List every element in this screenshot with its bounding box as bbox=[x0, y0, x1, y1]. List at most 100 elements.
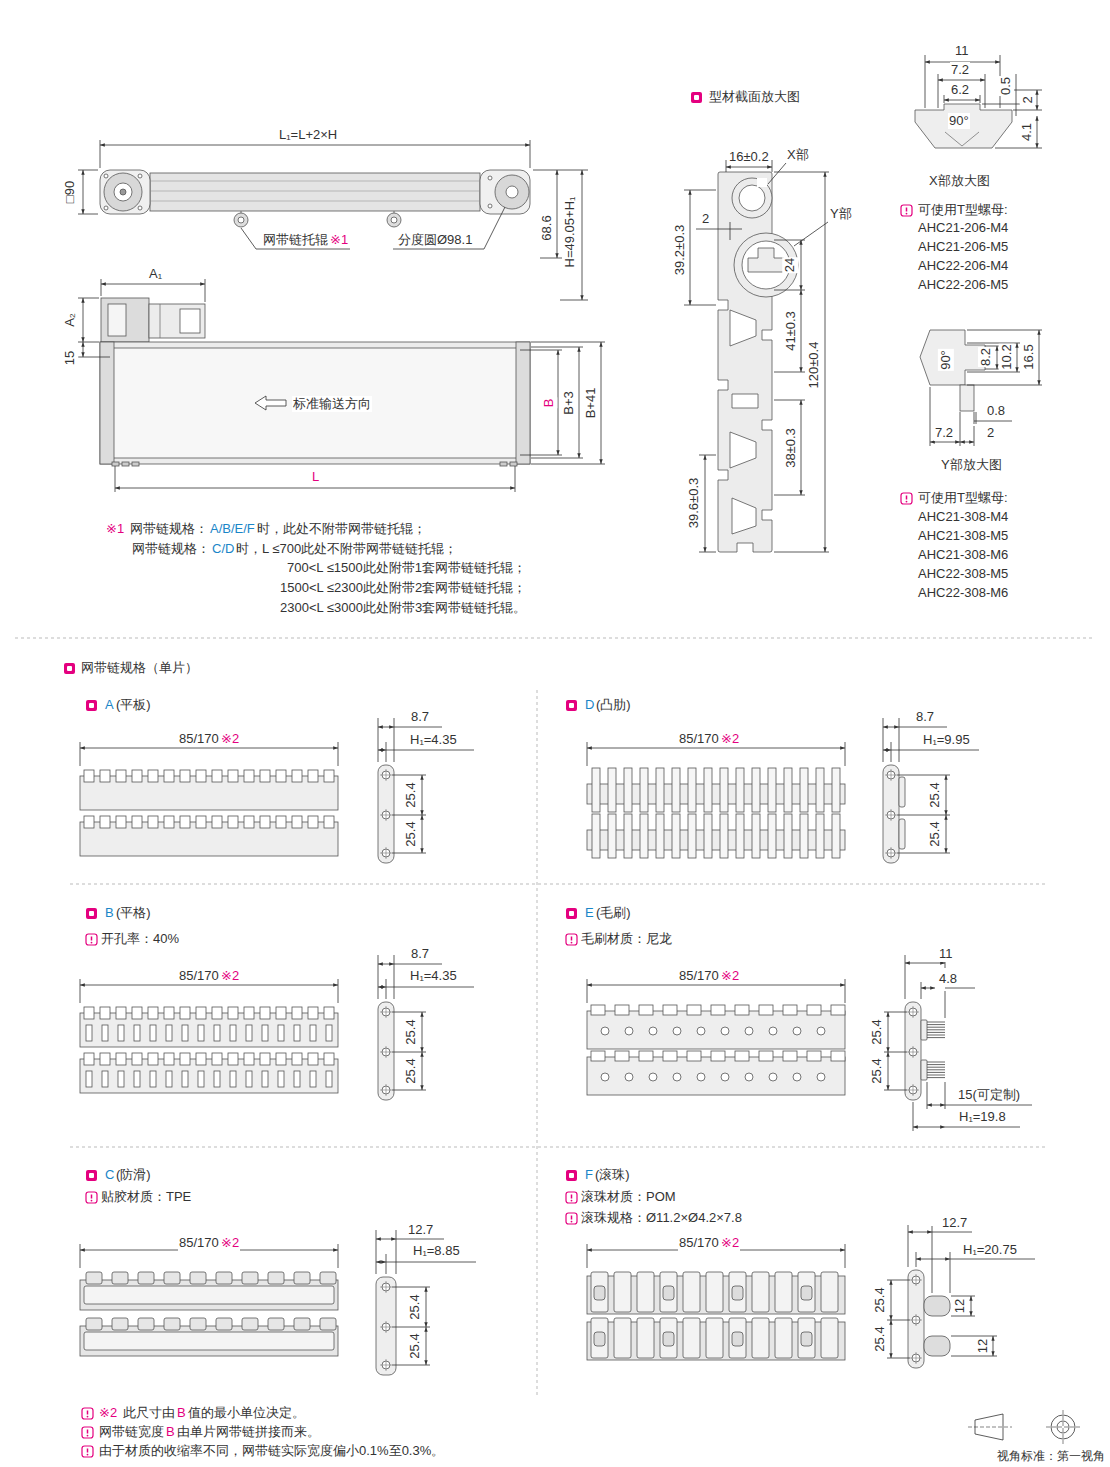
belt-chain-plan bbox=[86, 1272, 102, 1284]
belt-chain-plan bbox=[118, 1025, 124, 1041]
belt-chain-plan bbox=[687, 1051, 701, 1061]
extrusion-profile bbox=[730, 310, 756, 346]
annotation-text: H₁=4.35 bbox=[409, 968, 458, 984]
note-text: 滚珠规格：Ø11.2×Ø4.2×7.8 bbox=[580, 1210, 743, 1226]
part-number: AHC22-308-M6 bbox=[917, 585, 1009, 601]
leader-line bbox=[913, 1046, 914, 1058]
leader-line bbox=[80, 742, 81, 766]
belt-chain-plan bbox=[663, 1051, 677, 1061]
section-heading: A bbox=[104, 697, 115, 713]
note-icon bbox=[571, 1221, 573, 1223]
leader-line bbox=[916, 1352, 917, 1364]
belt-chain-plan bbox=[663, 1332, 674, 1346]
x-detail bbox=[915, 55, 1042, 148]
section-heading: (凸肋) bbox=[595, 697, 632, 713]
belt-chain-plan bbox=[244, 770, 254, 782]
dashed-separator bbox=[70, 884, 1045, 885]
belt-chain-plan bbox=[324, 816, 334, 828]
annotation-text: 7.2 bbox=[934, 425, 954, 441]
extrusion-profile bbox=[737, 543, 753, 553]
leader-line bbox=[995, 148, 1042, 149]
leader-line bbox=[932, 1232, 972, 1233]
belt-chain-plan bbox=[673, 1027, 681, 1035]
belt-chain-plan bbox=[683, 1318, 700, 1358]
note-text: 2300<L ≤3000此处附带3套网带链链托辊。 bbox=[279, 600, 527, 616]
belt-chain-plan bbox=[800, 814, 808, 858]
leader-line bbox=[386, 987, 474, 988]
belt-chain-side bbox=[921, 1060, 927, 1080]
part-callout: X部 bbox=[786, 147, 810, 163]
belt-chain-plan bbox=[769, 1073, 777, 1081]
brush-bristle bbox=[927, 1064, 945, 1065]
belt-chain-plan bbox=[150, 1025, 156, 1041]
note-text: 滚珠材质：POM bbox=[580, 1189, 677, 1205]
belt-chain-side bbox=[378, 765, 394, 863]
belt-chain-plan bbox=[212, 816, 222, 828]
belt-chain-plan bbox=[196, 1053, 206, 1065]
belt-chain-plan bbox=[817, 1027, 825, 1035]
leader-line bbox=[916, 1252, 917, 1267]
leader-line bbox=[897, 815, 950, 816]
leader-line bbox=[100, 140, 101, 168]
leader-line bbox=[930, 387, 931, 446]
leader-line bbox=[1046, 1427, 1080, 1428]
conveyor-side-view bbox=[150, 173, 480, 211]
part-callout: Y部 bbox=[829, 206, 853, 222]
note-icon bbox=[566, 934, 577, 945]
belt-chain-plan bbox=[817, 1073, 825, 1081]
belt-chain-plan bbox=[697, 1027, 705, 1035]
belt-chain-plan bbox=[102, 1071, 108, 1087]
dimension-value: 25.4 bbox=[868, 1018, 884, 1045]
dimension-line bbox=[726, 167, 772, 168]
belt-chain-plan bbox=[591, 1005, 605, 1015]
leader-line bbox=[378, 718, 379, 762]
annotation-text: 85/170 bbox=[178, 968, 220, 984]
section-icon bbox=[67, 666, 72, 671]
note-text: 1500<L ≤2300此处附带2套网带链链托辊； bbox=[279, 580, 527, 596]
belt-chain-plan bbox=[100, 770, 110, 782]
note-icon bbox=[901, 205, 912, 216]
annotation-text: H₁=4.35 bbox=[409, 732, 458, 748]
leader-line bbox=[967, 330, 1042, 331]
conveyor-side-view bbox=[120, 189, 126, 195]
belt-chain-plan bbox=[663, 1286, 674, 1300]
annotation-text: 85/170 bbox=[678, 1235, 720, 1251]
belt-chain-plan bbox=[752, 814, 760, 858]
conveyor-side-view bbox=[238, 217, 244, 223]
annotation-text: 85/170 bbox=[678, 968, 720, 984]
belt-chain-plan bbox=[294, 1071, 300, 1087]
leader-line bbox=[897, 775, 950, 776]
leader-line bbox=[945, 991, 946, 1018]
dimension-line bbox=[705, 455, 706, 552]
dimension-line bbox=[422, 1012, 423, 1052]
note-text: 可使用T型螺母: bbox=[917, 202, 1009, 218]
note-icon bbox=[82, 1446, 93, 1457]
leader-line bbox=[772, 160, 773, 172]
note-icon bbox=[91, 1200, 93, 1202]
extrusion-profile bbox=[718, 470, 728, 480]
note-text: 贴胶材质：TPE bbox=[100, 1189, 192, 1205]
dimension-line bbox=[938, 80, 985, 81]
belt-chain-plan bbox=[262, 1071, 268, 1087]
belt-chain-plan bbox=[745, 1073, 753, 1081]
leader-line bbox=[684, 305, 716, 306]
section-icon bbox=[64, 663, 75, 674]
leader-line bbox=[78, 170, 98, 171]
extrusion-profile bbox=[762, 510, 772, 520]
extrusion-profile bbox=[748, 248, 784, 272]
belt-chain-plan bbox=[80, 1326, 338, 1356]
dimension-line bbox=[376, 1239, 396, 1240]
leader-line bbox=[386, 979, 387, 999]
leader-line bbox=[845, 979, 846, 1003]
belt-chain-plan bbox=[656, 814, 664, 858]
belt-chain-side bbox=[921, 1020, 927, 1040]
leader-line bbox=[386, 1321, 387, 1333]
brush-bristle bbox=[927, 1069, 945, 1070]
leader-line bbox=[386, 1084, 387, 1096]
belt-chain-plan bbox=[198, 1025, 204, 1041]
belt-chain-plan bbox=[793, 1073, 801, 1081]
belt-chain-plan bbox=[801, 1332, 812, 1346]
dimension-value: 12 bbox=[975, 1338, 991, 1354]
dimension-line bbox=[801, 290, 802, 372]
leader-line bbox=[932, 1226, 933, 1293]
